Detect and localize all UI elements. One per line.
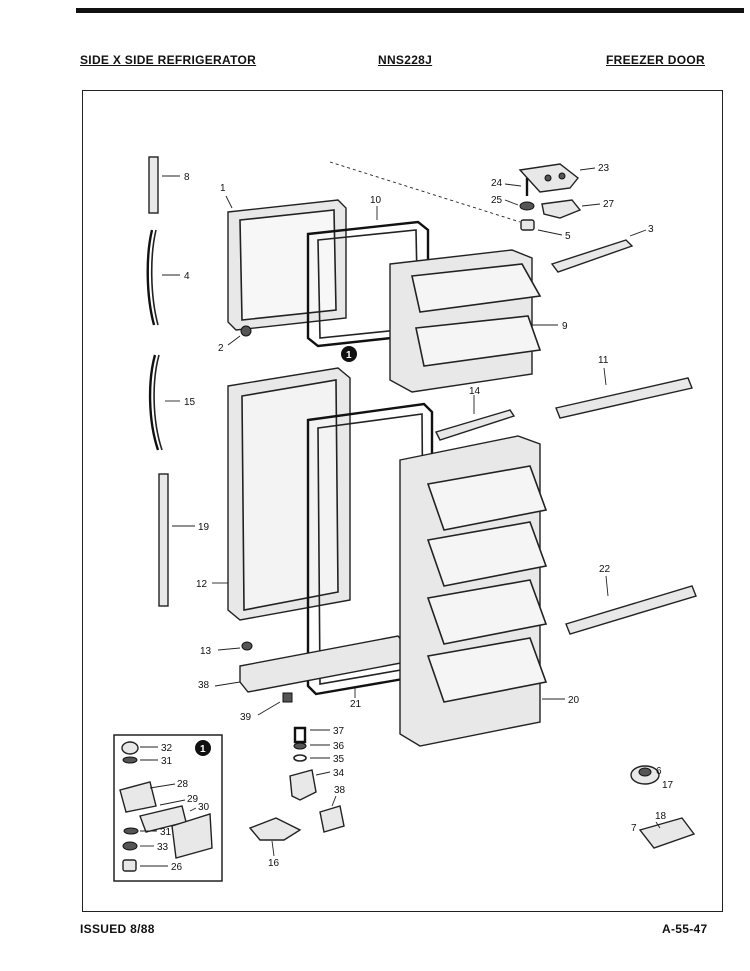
callout-31-bottom: 31 — [160, 827, 172, 838]
diagram-frame — [82, 90, 723, 912]
callout-13: 13 — [200, 646, 212, 657]
callout-4: 4 — [184, 271, 190, 282]
inset-detail-box — [113, 734, 223, 882]
part-20-inner-liner-lower — [399, 435, 565, 747]
part-23-hinge — [518, 163, 596, 193]
callout-36: 36 — [333, 741, 345, 752]
part-27-hinge-plate — [541, 199, 601, 219]
part-11-shelf-rail — [555, 367, 693, 419]
callout-21: 21 — [350, 699, 362, 710]
callout-8: 8 — [184, 172, 190, 183]
callout-17: 17 — [662, 780, 674, 791]
part-13-fastener — [217, 641, 253, 651]
callout-5: 5 — [565, 231, 571, 242]
part-9-inner-liner-upper — [389, 249, 558, 393]
part-4-handle — [146, 229, 180, 326]
inset-marker-label-top: 1 — [346, 350, 352, 361]
callout-35: 35 — [333, 754, 345, 765]
part-37-screw — [293, 726, 330, 744]
header-model-number: NNS228J — [378, 53, 433, 67]
inset-marker-1 — [341, 346, 357, 362]
part-12-outer-door-lower — [212, 367, 351, 621]
part-25-washer — [504, 199, 535, 211]
callout-26: 26 — [171, 862, 183, 873]
callout-11: 11 — [598, 355, 609, 366]
part-3-door-stop — [550, 229, 647, 273]
callout-9: 9 — [562, 321, 568, 332]
callout-29: 29 — [187, 794, 199, 805]
callout-15: 15 — [184, 397, 196, 408]
callout-22: 22 — [599, 564, 611, 575]
callout-3: 3 — [648, 224, 654, 235]
callout-1: 1 — [220, 183, 226, 194]
callout-39: 38 — [198, 680, 210, 691]
callout-19: 19 — [198, 522, 210, 533]
callout-20: 20 — [568, 695, 580, 706]
callout-23: 23 — [598, 163, 610, 174]
callout-24: 24 — [491, 178, 503, 189]
part-14-bracket — [435, 395, 516, 441]
callout-6: 6 — [656, 766, 662, 777]
callout-28: 28 — [177, 779, 189, 790]
callout-25: 25 — [491, 195, 503, 206]
part-8-trim-strip — [148, 156, 180, 214]
part-40-clip — [257, 692, 293, 716]
part-7-18-cover — [638, 817, 696, 849]
callout-32: 32 — [161, 743, 173, 754]
footer-page-code: A-55-47 — [662, 922, 708, 936]
callout-7: 7 — [631, 823, 637, 834]
part-22-shelf-rail — [565, 575, 697, 635]
part-1-outer-door-upper — [225, 195, 347, 331]
callout-16: 16 — [268, 858, 280, 869]
header-section: FREEZER DOOR — [606, 53, 705, 67]
header-model-type: SIDE X SIDE REFRIGERATOR — [80, 53, 257, 67]
inset-marker-label-box: 1 — [200, 744, 206, 755]
callout-18: 18 — [655, 811, 667, 822]
callout-33: 33 — [157, 842, 169, 853]
part-16-hinge-plate — [248, 817, 302, 857]
callout-10: 10 — [370, 195, 382, 206]
part-6-17-cap-assembly — [630, 765, 660, 785]
footer-issued: ISSUED 8/88 — [80, 922, 155, 936]
callout-40: 39 — [240, 712, 252, 723]
callout-31-top: 31 — [161, 756, 173, 767]
part-38-plate — [319, 795, 345, 833]
part-2-fastener — [227, 325, 252, 346]
callout-34: 34 — [333, 768, 345, 779]
part-15-handle — [148, 354, 180, 451]
part-34-hinge-bracket — [289, 769, 331, 801]
callout-37: 37 — [333, 726, 345, 737]
callout-2: 2 — [218, 343, 224, 354]
callout-12: 12 — [196, 579, 208, 590]
part-24-screw — [504, 178, 529, 196]
callout-30: 30 — [198, 802, 210, 813]
callout-14: 14 — [469, 386, 481, 397]
top-rule — [76, 8, 744, 13]
part-5-bushing — [520, 219, 563, 236]
callout-38: 38 — [334, 785, 346, 796]
alignment-line — [329, 161, 521, 223]
callout-27: 27 — [603, 199, 615, 210]
part-35-bushing — [293, 754, 330, 762]
part-36-washer — [293, 742, 330, 750]
part-19-trim-strip — [158, 473, 195, 607]
